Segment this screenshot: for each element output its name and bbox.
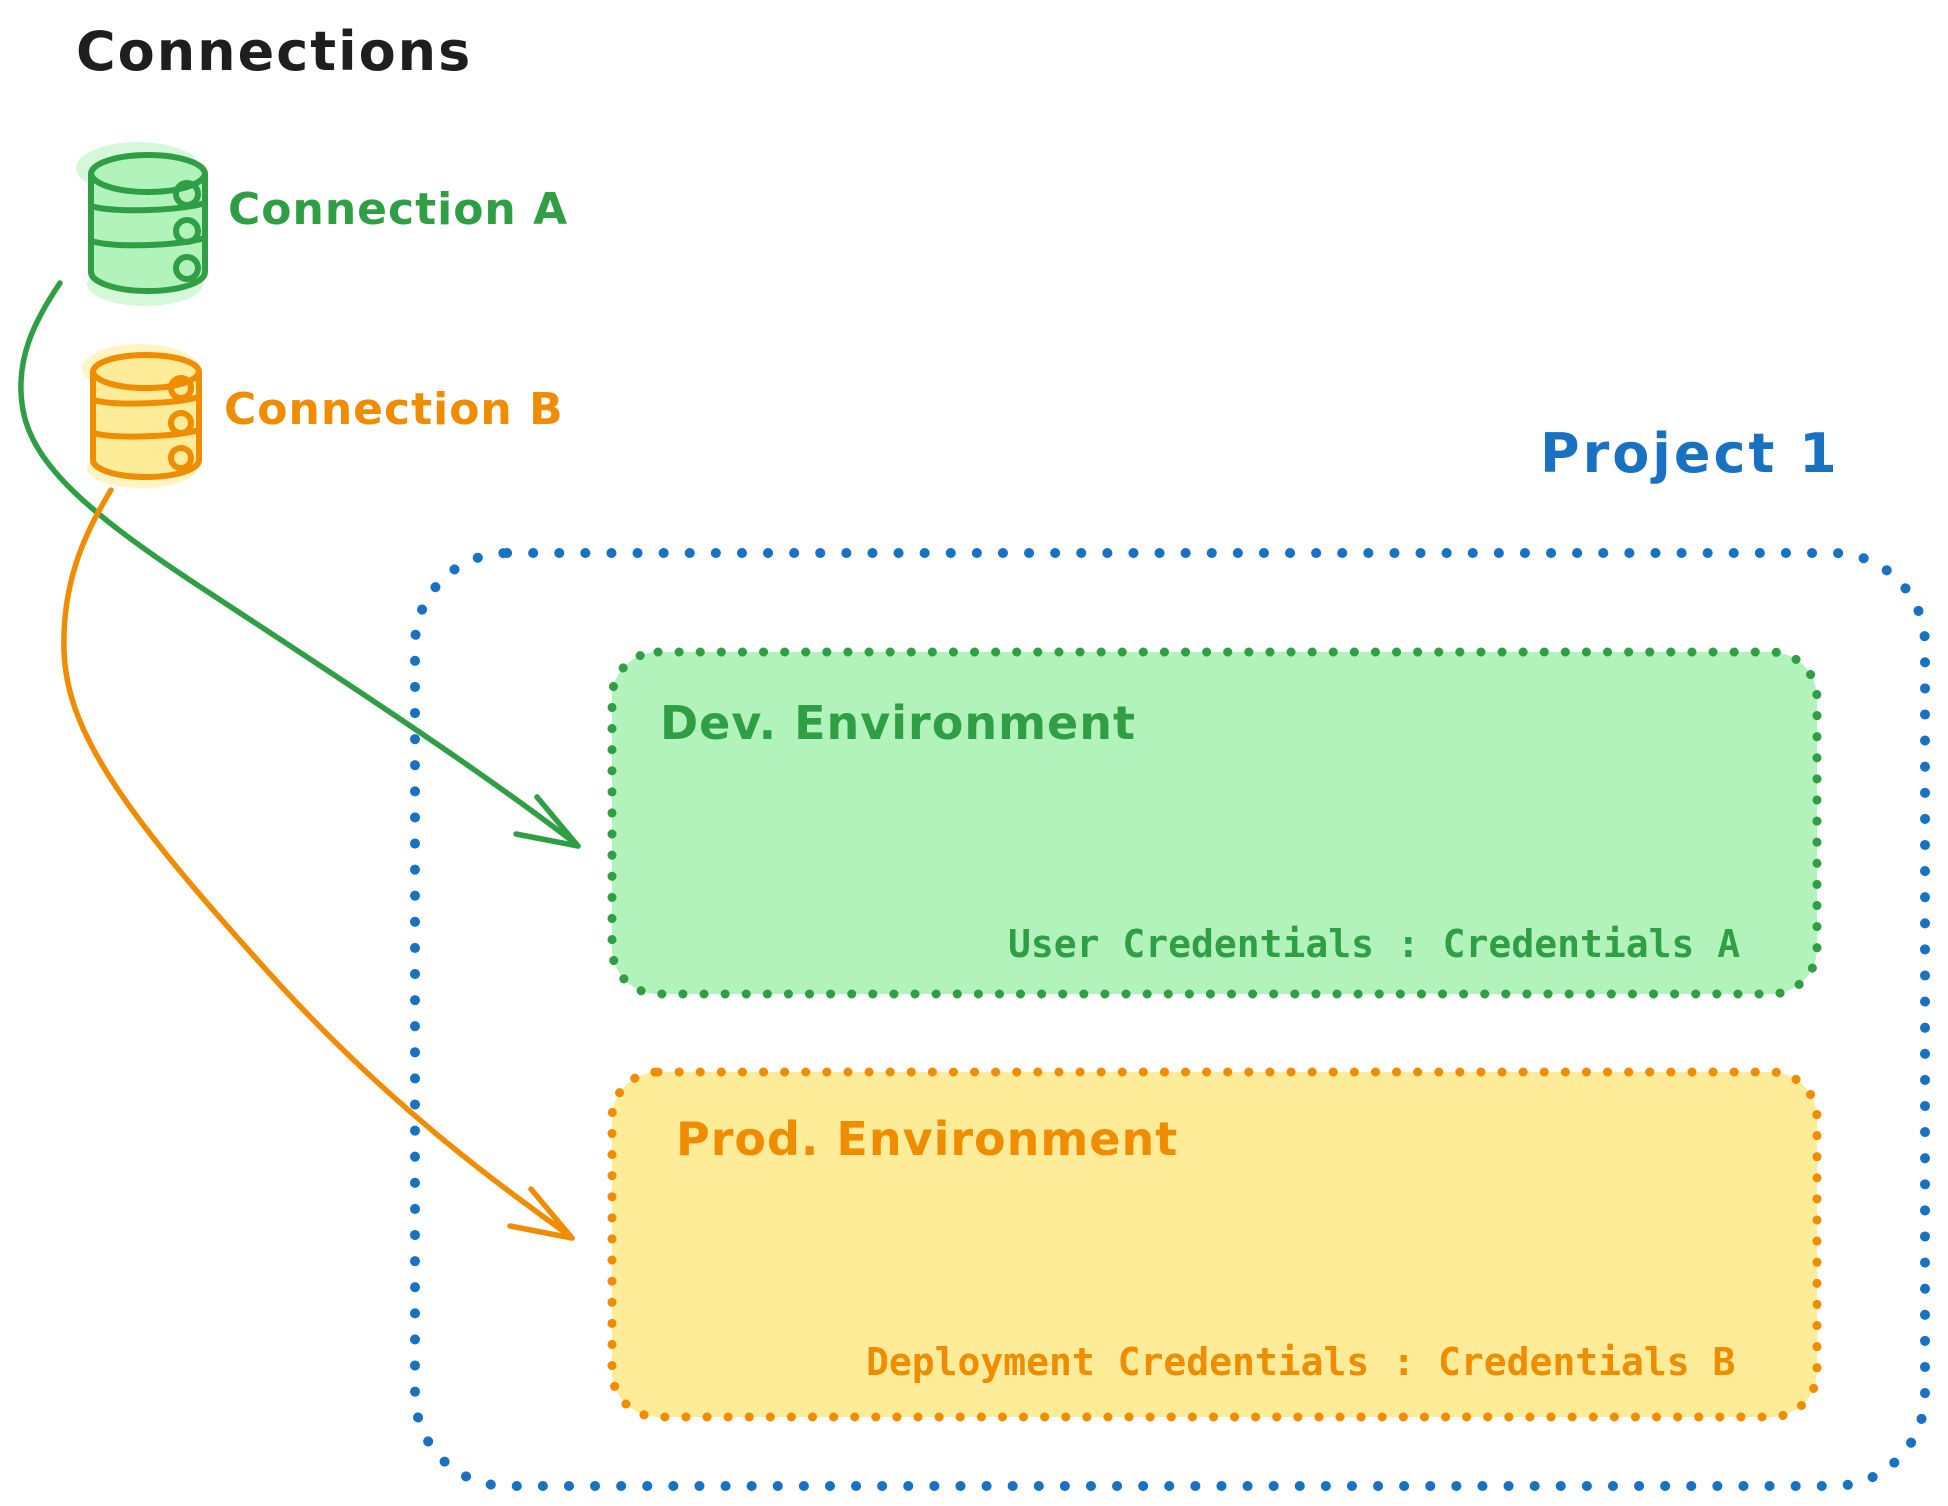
database-dot bbox=[168, 410, 194, 436]
arrow-shaft bbox=[61, 487, 573, 1239]
arrowhead bbox=[534, 794, 581, 849]
project-container-box bbox=[410, 548, 1930, 1491]
database-dot bbox=[173, 217, 201, 245]
arrow-connection-b-to-prod bbox=[61, 487, 575, 1241]
database-icon bbox=[76, 142, 208, 306]
database-divider bbox=[90, 394, 202, 407]
connection-a-label: Connection A bbox=[228, 184, 569, 235]
arrow-shaft bbox=[18, 280, 579, 847]
database-top-rim bbox=[88, 171, 208, 196]
arrowhead bbox=[513, 831, 581, 849]
database-dot bbox=[173, 180, 201, 208]
database-top-rim bbox=[90, 369, 202, 392]
connection-b-label: Connection B bbox=[224, 384, 564, 435]
prod-environment-box bbox=[607, 1067, 1822, 1422]
prod-environment-credentials: Deployment Credentials : Credentials B bbox=[866, 1340, 1736, 1384]
database-dot bbox=[168, 375, 194, 401]
arrowhead bbox=[507, 1223, 575, 1241]
database-dot bbox=[168, 445, 194, 471]
connections-title: Connections bbox=[76, 20, 473, 83]
project-title: Project 1 bbox=[1540, 422, 1840, 485]
dev-environment-box bbox=[607, 647, 1822, 999]
prod-environment-title: Prod. Environment bbox=[676, 1112, 1179, 1166]
database-divider bbox=[88, 200, 208, 214]
arrowhead bbox=[528, 1186, 575, 1241]
dev-environment-title: Dev. Environment bbox=[660, 696, 1136, 750]
database-dot bbox=[173, 254, 201, 282]
database-icon bbox=[82, 344, 202, 488]
arrow-connection-a-to-dev bbox=[18, 280, 581, 849]
dev-environment-credentials: User Credentials : Credentials A bbox=[1008, 922, 1741, 966]
